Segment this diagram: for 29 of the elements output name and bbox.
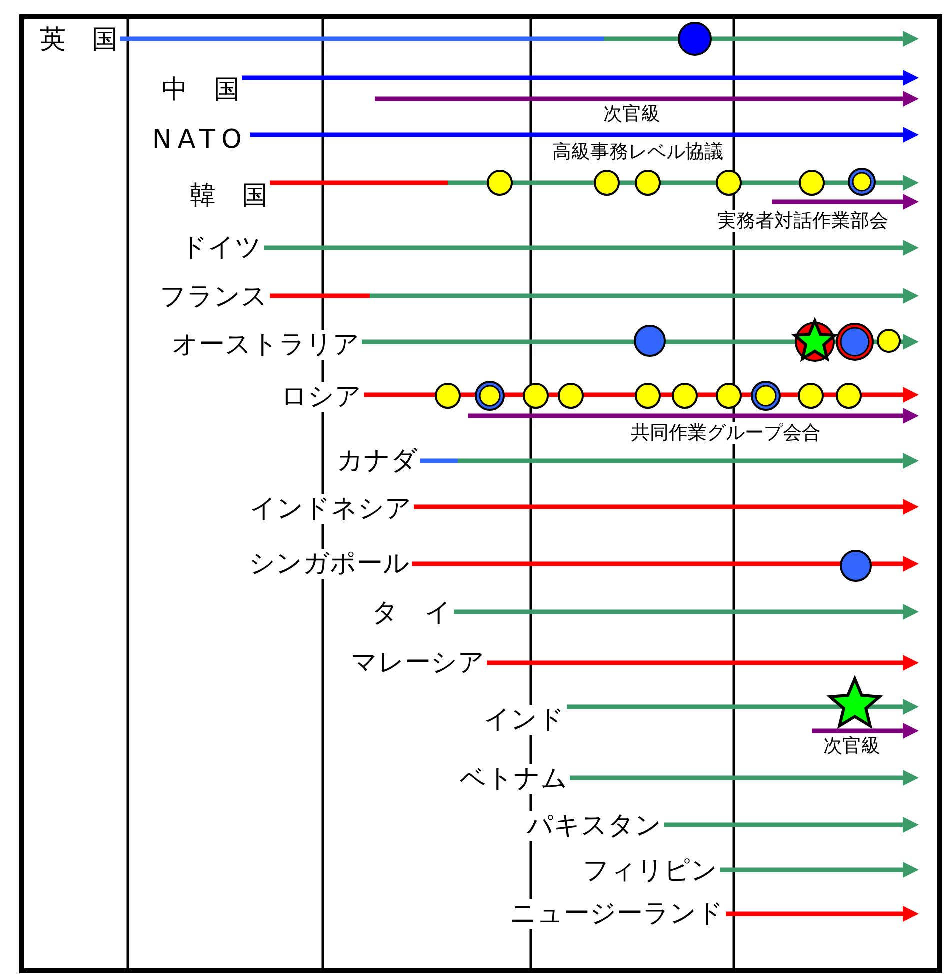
- timeline-arrow: [570, 770, 919, 786]
- edge-label: 高級事務レベル協議: [550, 141, 726, 163]
- timeline-arrow: [270, 175, 919, 191]
- timeline-arrow: [242, 70, 919, 86]
- timeline-arrow: [487, 655, 919, 671]
- timeline-arrow: [567, 699, 919, 715]
- timeline-arrow: [720, 862, 919, 878]
- timeline-arrow: [726, 906, 919, 922]
- timeline-arrow: [414, 499, 919, 515]
- timeline-arrow: [420, 453, 919, 469]
- timeline-arrow: [454, 604, 919, 620]
- country-label: フィリピン: [583, 856, 718, 886]
- country-label: パキスタン: [527, 811, 662, 841]
- track-label: 実務者対話作業部会: [716, 210, 890, 232]
- country-label: インドネシア: [250, 494, 412, 524]
- track-label: 共同作業グループ会合: [629, 422, 823, 444]
- timeline-arrow: [264, 240, 919, 256]
- country-label: カナダ: [337, 446, 418, 476]
- track-label: 次官級: [822, 735, 882, 757]
- timeline-arrow: [250, 127, 919, 143]
- timeline-arrow: [364, 387, 919, 403]
- timeline-arrow: [270, 288, 919, 304]
- track-label: 次官級: [602, 103, 662, 125]
- timeline-arrow: [120, 31, 919, 47]
- country-label: ベトナム: [460, 764, 568, 794]
- timeline-arrow: [412, 556, 919, 572]
- country-label: オーストラリア: [172, 330, 360, 360]
- country-label: シンガポール: [249, 549, 410, 579]
- timeline-arrow: [664, 817, 919, 833]
